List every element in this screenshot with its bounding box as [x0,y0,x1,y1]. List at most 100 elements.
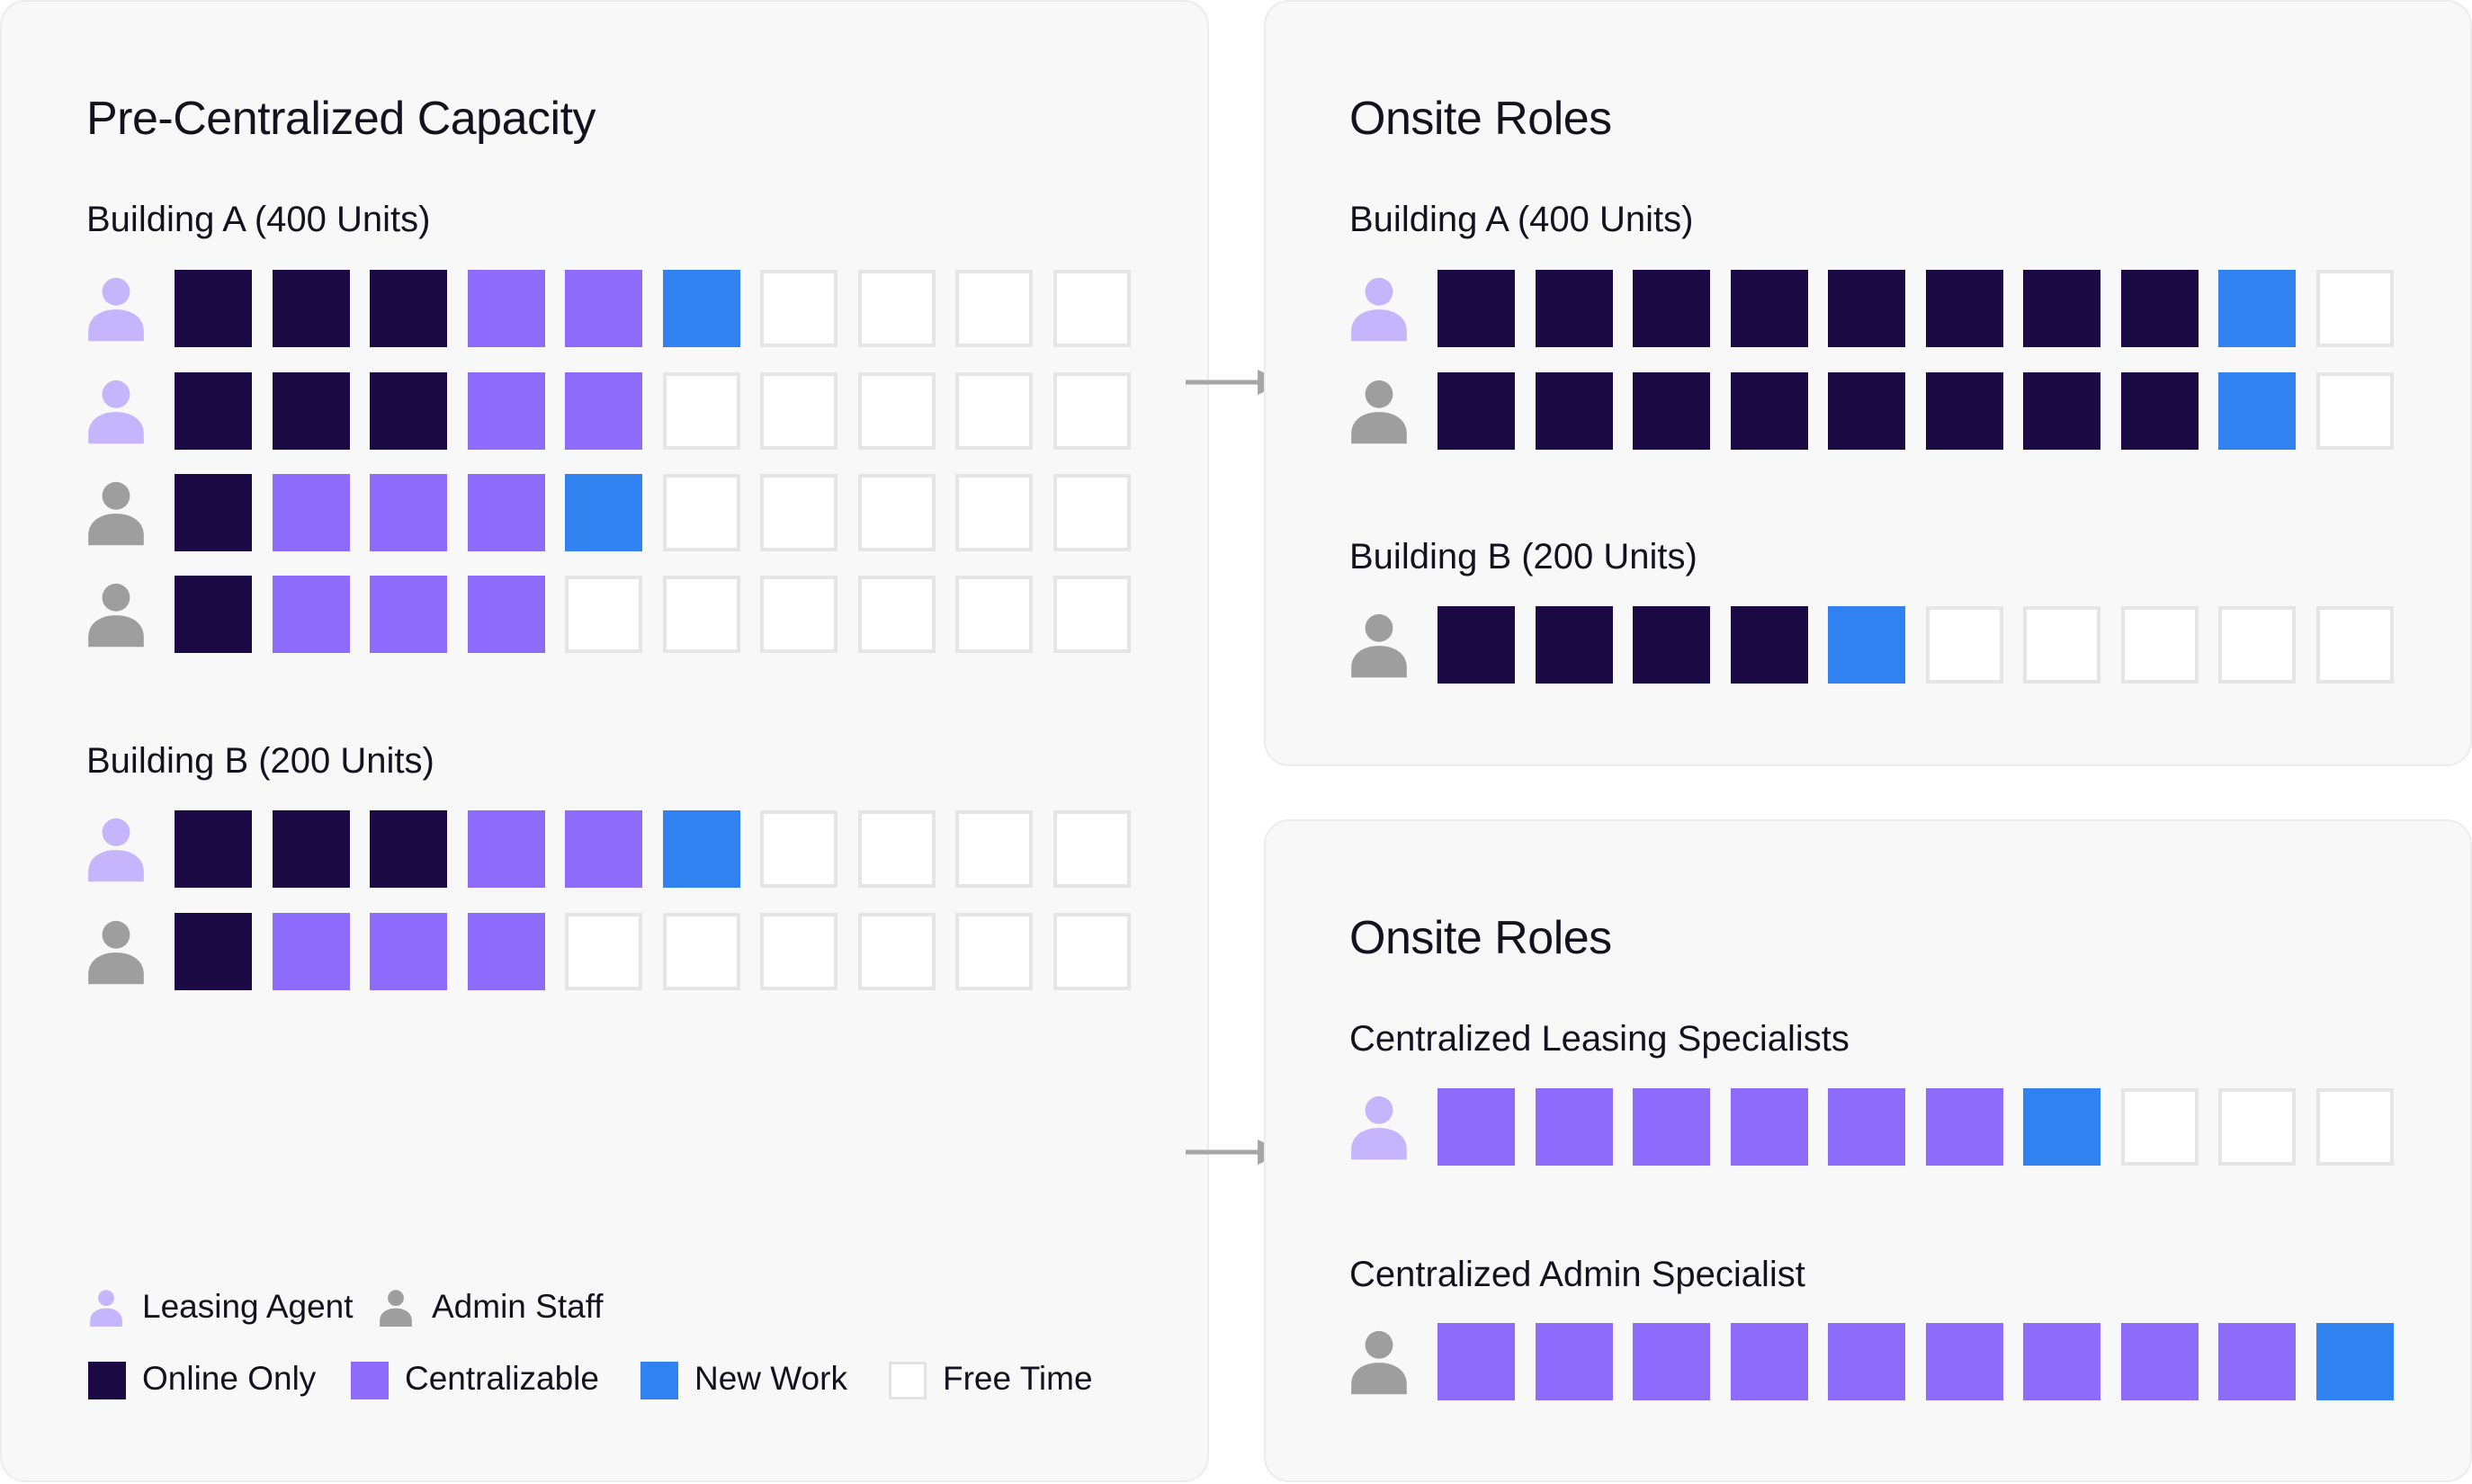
legend-work-types: Online Only Centralizable New Work Free … [88,1356,1168,1401]
legend-label: Admin Staff [432,1288,604,1325]
online-only-swatch [88,1362,126,1399]
centralizable-block [1633,1323,1710,1400]
group-label: Building A (400 Units) [86,200,431,239]
free-time-block [2316,606,2394,684]
centralizable-block [2218,1323,2296,1400]
centralizable-block [273,576,350,653]
admin-staff-icon [88,583,144,648]
free-time-block [858,576,936,653]
online-only-block [1731,606,1808,684]
free-time-block [1926,606,2003,684]
onsite-roles-panel: Onsite Roles Building A (400 Units) Buil… [1264,0,2472,766]
free-time-block [663,913,740,990]
legend-roles: Leasing Agent Admin Staff [88,1284,1078,1329]
centralizable-block [468,576,545,653]
centralizable-block [1438,1088,1515,1166]
online-only-block [2121,270,2199,347]
centralizable-block [1731,1323,1808,1400]
free-time-block [955,474,1033,551]
free-time-block [565,913,642,990]
free-time-block [1053,810,1131,888]
legend-label: Leasing Agent [142,1288,354,1325]
panel-title: Onsite Roles [1349,912,1612,964]
online-only-block [175,810,252,888]
centralizable-block [468,913,545,990]
free-time-block [760,270,837,347]
online-only-block [175,576,252,653]
legend-label: Free Time [943,1360,1093,1397]
online-only-block [1438,606,1515,684]
new-work-block [2218,270,2296,347]
online-only-block [1926,372,2003,450]
free-time-block [663,474,740,551]
free-time-block [2121,1088,2199,1166]
online-only-block [1536,270,1613,347]
free-time-block [858,913,936,990]
online-only-block [1731,372,1808,450]
online-only-block [1633,372,1710,450]
staff-row [86,270,1131,347]
free-time-block [565,576,642,653]
online-only-block [370,810,447,888]
free-time-block [1053,474,1131,551]
free-time-swatch [889,1362,927,1399]
admin-staff-icon [1351,1330,1407,1395]
free-time-block [2316,270,2394,347]
panel-title: Onsite Roles [1349,93,1612,145]
centralizable-block [2023,1323,2100,1400]
leasing-agent-icon [88,380,144,444]
free-time-block [858,810,936,888]
centralizable-block [1731,1088,1808,1166]
centralizable-block [1926,1323,2003,1400]
admin-staff-icon [88,481,144,546]
new-work-swatch [640,1362,678,1399]
new-work-block [663,810,740,888]
free-time-block [858,372,936,450]
online-only-block [1828,270,1905,347]
free-time-block [760,372,837,450]
new-work-block [2316,1323,2394,1400]
panel-title: Pre-Centralized Capacity [86,93,596,145]
free-time-block [2316,1088,2394,1166]
online-only-block [1731,270,1808,347]
centralizable-block [1438,1323,1515,1400]
free-time-block [2023,606,2100,684]
centralizable-block [370,576,447,653]
leasing-agent-icon [1351,1095,1407,1160]
new-work-block [2218,372,2296,450]
free-time-block [1053,372,1131,450]
online-only-block [370,372,447,450]
centralizable-swatch [351,1362,389,1399]
online-only-block [1438,372,1515,450]
free-time-block [2218,606,2296,684]
centralizable-block [468,372,545,450]
free-time-block [2121,606,2199,684]
online-only-block [273,270,350,347]
staff-row [86,810,1131,888]
free-time-block [955,372,1033,450]
online-only-block [2121,372,2199,450]
free-time-block [1053,913,1131,990]
online-only-block [1926,270,2003,347]
free-time-block [858,270,936,347]
centralizable-block [1828,1323,1905,1400]
centralizable-block [273,913,350,990]
free-time-block [955,913,1033,990]
online-only-block [175,474,252,551]
free-time-block [955,270,1033,347]
free-time-block [2316,372,2394,450]
centralizable-block [468,270,545,347]
centralizable-block [1633,1088,1710,1166]
legend-label: Centralizable [405,1360,599,1397]
free-time-block [2218,1088,2296,1166]
online-only-block [273,810,350,888]
online-only-block [273,372,350,450]
legend-label: Online Only [142,1360,317,1397]
online-only-block [1633,606,1710,684]
group-label: Building B (200 Units) [86,741,434,781]
online-only-block [1536,606,1613,684]
new-work-block [2023,1088,2100,1166]
centralizable-block [565,372,642,450]
free-time-block [663,576,740,653]
centralizable-block [370,474,447,551]
